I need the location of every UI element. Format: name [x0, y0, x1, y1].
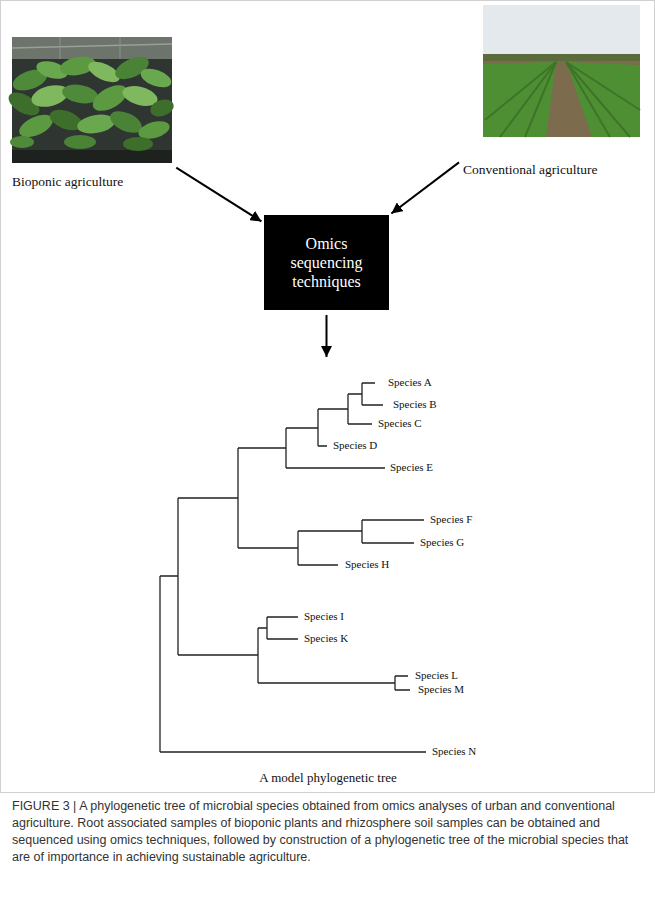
species-label: Species K — [304, 632, 348, 645]
species-label: Species L — [415, 669, 458, 682]
species-label: Species C — [378, 417, 422, 430]
species-label: Species M — [418, 683, 464, 696]
arrow-connector — [391, 162, 459, 213]
bioponic-photo — [5, 37, 176, 163]
arrow-connector — [326, 315, 328, 357]
figure-caption: FIGURE 3 | A phylogenetic tree of microb… — [12, 798, 643, 866]
phylogenetic-tree — [160, 383, 426, 752]
species-label: Species B — [393, 398, 437, 411]
photo-panel: Bioponic agriculture — [12, 37, 172, 192]
species-label: Species A — [388, 376, 432, 389]
species-label: Species G — [420, 536, 464, 549]
photo-panel: Conventional agriculture — [463, 5, 640, 180]
process-label: Omics sequencing techniques — [277, 234, 377, 291]
figure-frame — [1, 1, 655, 793]
conventional-photo — [483, 5, 640, 137]
species-label: Species H — [345, 558, 389, 571]
tree-caption: A model phylogenetic tree — [160, 770, 496, 786]
species-label: Species D — [333, 439, 377, 452]
process-box: Omics sequencing techniques — [264, 215, 389, 310]
tree-panel: A model phylogenetic tree — [160, 360, 496, 788]
species-label: Species F — [430, 513, 472, 526]
photo-caption: Bioponic agriculture — [12, 174, 123, 190]
species-label: Species E — [390, 461, 433, 474]
arrow-connector — [176, 168, 261, 222]
species-label: Species N — [432, 745, 476, 758]
species-label: Species I — [304, 610, 344, 623]
photo-caption: Conventional agriculture — [463, 162, 598, 178]
